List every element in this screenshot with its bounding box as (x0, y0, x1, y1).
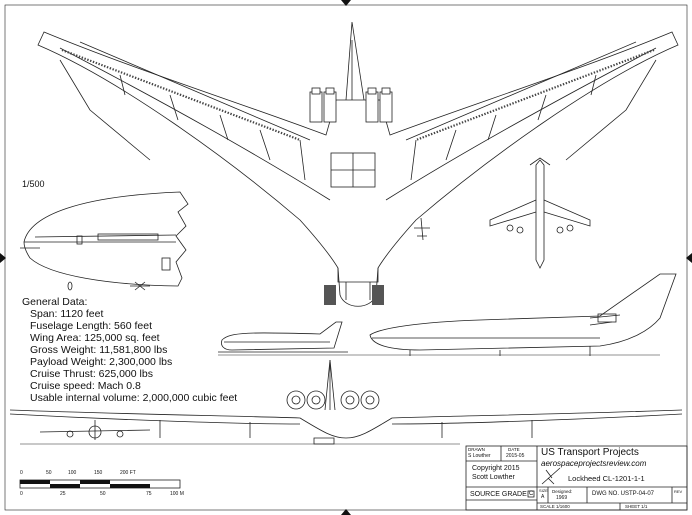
size-label: SIZE (539, 488, 548, 493)
source-grade-label: SOURCE GRADE (470, 491, 527, 498)
scale-feet-tick-0: 0 (20, 470, 23, 476)
landing-gear-top (324, 285, 384, 305)
scale-bar (19, 479, 181, 489)
scale-meter-tick-4: 100 M (170, 491, 184, 497)
spec-wing-area: Wing Area: 125,000 sq. feet (30, 332, 160, 344)
scale-text: SCALE 1/1600 (540, 504, 570, 509)
copyright-line-1: Copyright 2015 (472, 465, 520, 472)
logo-mark (541, 467, 561, 485)
drawn-value: S Lowther (468, 453, 491, 459)
spec-cruise-thrust: Cruise Thrust: 625,000 lbs (30, 368, 153, 380)
scale-meter-tick-0: 0 (20, 491, 23, 497)
scale-feet-tick-3: 150 (94, 470, 103, 476)
date-label: DATE (508, 447, 520, 452)
scale-meter-tick-3: 75 (146, 491, 152, 497)
general-data-heading: General Data: (22, 296, 88, 308)
sheet-text: SHEET 1/1 (625, 504, 648, 509)
comparison-747-side (218, 321, 348, 353)
date-value: 2015-05 (506, 453, 525, 459)
engine-pods-top (309, 87, 393, 123)
small-fighter-silhouette (414, 217, 430, 241)
wing-window-rows (61, 48, 655, 142)
size-value: A (541, 494, 545, 500)
title-block-frame (465, 445, 688, 511)
scale-meter-tick-2: 50 (100, 491, 106, 497)
rev-label: REV (674, 489, 683, 494)
dwg-number: DWG NO. USTP-04-07 (592, 491, 655, 497)
side-view (369, 273, 677, 356)
front-view (9, 359, 683, 445)
spec-span: Span: 1120 feet (30, 308, 104, 320)
top-view (37, 21, 679, 307)
source-grade-value: C (529, 491, 534, 497)
spec-internal-volume: Usable internal volume: 2,000,000 cubic … (30, 392, 238, 404)
comparison-747-front (39, 420, 151, 440)
scale-feet-tick-2: 100 (68, 470, 77, 476)
fuselage-cutaway (20, 191, 189, 291)
org-name: US Transport Projects (541, 447, 639, 458)
drawn-label: DRAWN (468, 447, 485, 452)
website: aerospaceprojectsreview.com (541, 459, 647, 468)
spec-fuselage-length: Fuselage Length: 560 feet (30, 320, 153, 332)
scale-meter-tick-1: 25 (60, 491, 66, 497)
spec-gross-weight: Gross Weight: 11,581,800 lbs (30, 344, 168, 356)
scale-note: 1/500 (22, 179, 45, 189)
scale-feet-tick-1: 50 (46, 470, 52, 476)
copyright-line-2: Scott Lowther (472, 474, 515, 481)
comparison-747-top (489, 157, 591, 269)
scale-feet-tick-4: 200 FT (120, 470, 136, 476)
drawing-title: Lockheed CL-1201-1-1 (568, 474, 645, 483)
spec-cruise-speed: Cruise speed: Mach 0.8 (30, 380, 141, 392)
designed-value: 1969 (556, 495, 568, 501)
designed-label: Designed: (552, 489, 573, 494)
spec-payload-weight: Payload Weight: 2,300,000 lbs (30, 356, 173, 368)
